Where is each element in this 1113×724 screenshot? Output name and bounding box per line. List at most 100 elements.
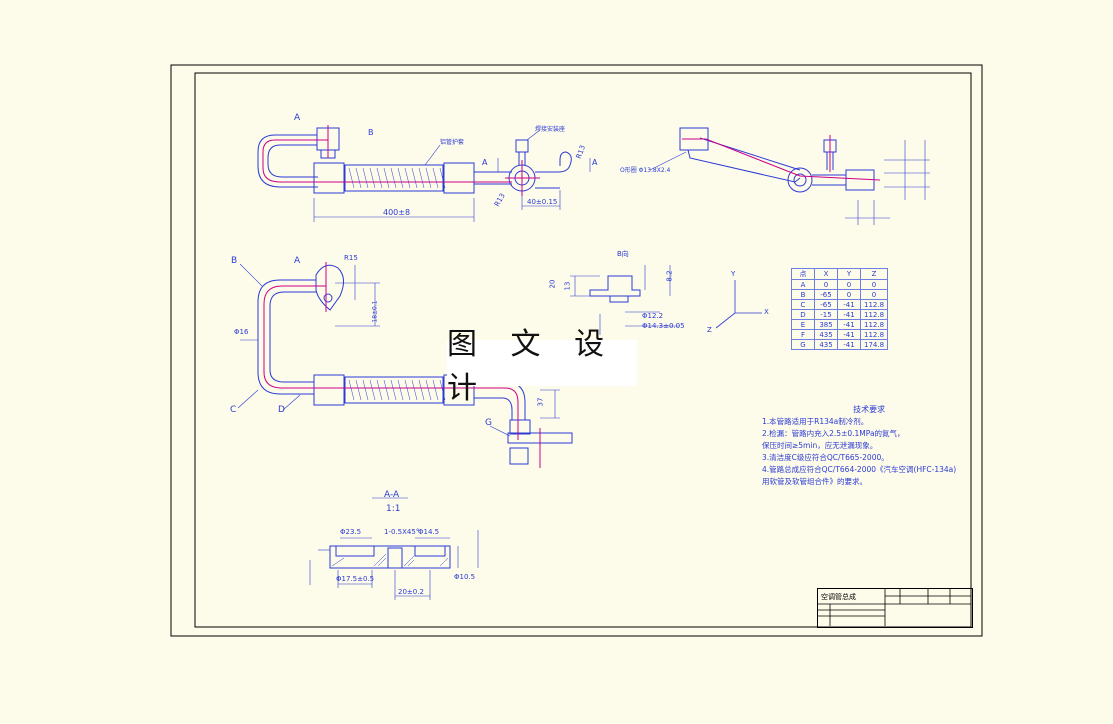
braid-line: [369, 379, 376, 401]
table-cell: 112.8: [859, 329, 889, 340]
axis-z-label: Z: [707, 326, 712, 334]
table-cell: -65: [814, 299, 838, 310]
braid-line: [383, 167, 390, 189]
table-cell: A: [791, 279, 815, 290]
note-line: 1.本管路适用于R134a制冷剂。: [762, 417, 869, 426]
table-cell: -15: [814, 309, 838, 320]
table-cell: 112.8: [859, 309, 889, 320]
braid-line: [404, 167, 411, 189]
table-cell: -41: [837, 319, 861, 330]
table-cell: 0: [859, 289, 889, 300]
section-scale: 1:1: [386, 504, 401, 514]
axis-triad: [715, 280, 762, 329]
table-cell: 0: [837, 279, 861, 290]
braid-line: [355, 167, 362, 189]
braid-line: [418, 379, 425, 401]
dim-8-2: 8.2: [665, 270, 674, 282]
note-o-ring: O形圈 Φ13.8X2.4: [620, 167, 671, 174]
hose-braid: [348, 379, 446, 401]
detail-b-view: [570, 265, 680, 335]
braid-line: [397, 379, 404, 401]
label-b-arrow: B: [368, 128, 374, 137]
table-cell: Y: [837, 268, 861, 280]
table-cell: 385: [814, 319, 838, 330]
dim-20: 20: [548, 279, 557, 289]
table-cell: -41: [837, 309, 861, 320]
table-cell: Z: [859, 268, 889, 280]
braid-line: [390, 167, 397, 189]
table-cell: G: [791, 339, 815, 350]
braid-line: [411, 379, 418, 401]
dim-d16: Φ16: [234, 328, 249, 336]
note-line: 2.检漏：管路内充入2.5±0.1MPa的氮气，: [762, 429, 905, 438]
side-centerlines: [682, 135, 881, 181]
table-cell: -41: [837, 329, 861, 340]
note-line: 用软管及软管组合件》的要求。: [762, 477, 867, 486]
label-d: D: [278, 405, 285, 415]
note-line: 4.管路总成应符合QC/T664-2000《汽车空调(HFC-134a): [762, 465, 957, 474]
dim-r15: R15: [344, 254, 358, 262]
section-title: A-A: [384, 490, 400, 500]
note-hose-sleeve: 铝管护套: [440, 139, 465, 146]
label-detail-b: B向: [617, 250, 629, 258]
title-block: 空调管总成: [817, 588, 973, 628]
inner-frame: [194, 72, 972, 628]
braid-line: [362, 167, 369, 189]
watermark: 图 文 设 计: [447, 327, 637, 406]
braid-line: [404, 379, 411, 401]
axis-y-label: Y: [731, 270, 736, 278]
section-mark-left: A: [482, 158, 488, 167]
table-cell: B: [791, 289, 815, 300]
table-cell: E: [791, 319, 815, 330]
table-cell: 点: [791, 268, 815, 280]
dim-40: 40±0.15: [527, 198, 558, 206]
table-cell: 174.8: [859, 339, 889, 350]
table-cell: 435: [814, 329, 838, 340]
braid-line: [376, 167, 383, 189]
label-c: C: [230, 405, 237, 415]
table-cell: 112.8: [859, 299, 889, 310]
braid-line: [432, 379, 439, 401]
braid-line: [425, 167, 432, 189]
braid-line: [439, 167, 446, 189]
top-centerlines: [263, 262, 541, 468]
part-name: 空调管总成: [821, 593, 856, 601]
braid-line: [362, 379, 369, 401]
braid-line: [390, 379, 397, 401]
dim-length-400: 400±8: [383, 208, 411, 217]
braid-line: [425, 379, 432, 401]
dim-d23-5: Φ23.5: [340, 528, 362, 536]
dim-13: 13: [563, 281, 572, 291]
axis-x-label: X: [764, 308, 769, 316]
braid-line: [383, 379, 390, 401]
notes-title: 技术要求: [853, 405, 886, 414]
technical-notes: 技术要求 1.本管路适用于R134a制冷剂。 2.检漏：管路内充入2.5±0.1…: [762, 404, 956, 488]
label-b: B: [231, 256, 238, 266]
table-cell: X: [814, 268, 838, 280]
braid-line: [418, 167, 425, 189]
table-cell: C: [791, 299, 815, 310]
side-view: [649, 127, 930, 225]
dim-d14-5: Φ14.5: [418, 528, 440, 536]
label-a-top: A: [294, 113, 301, 123]
outer-frame: [170, 64, 983, 637]
front-centerlines: [262, 125, 540, 196]
table-cell: -41: [837, 299, 861, 310]
braid-line: [348, 167, 355, 189]
label-g: G: [485, 418, 492, 428]
dim-chamfer: 1-0.5X45°: [384, 528, 420, 536]
braid-line: [411, 167, 418, 189]
table-cell: D: [791, 309, 815, 320]
dim-d12-2: Φ12.2: [642, 312, 664, 320]
label-a: A: [294, 256, 301, 266]
table-cell: -41: [837, 339, 861, 350]
section-hatch: [331, 553, 449, 567]
hose-braid: [348, 167, 446, 189]
